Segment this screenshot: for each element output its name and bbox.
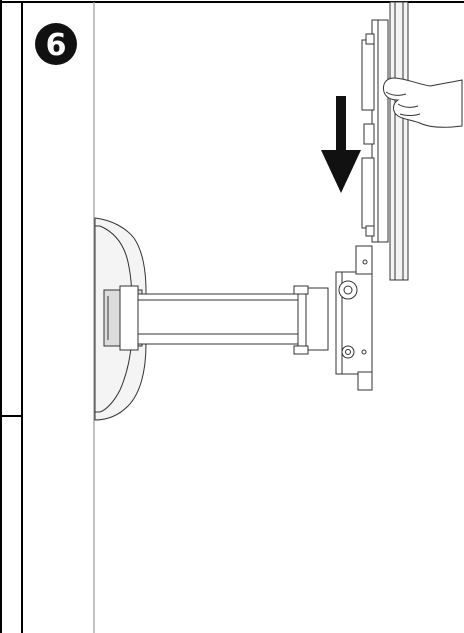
tilt-small-hole-2 (361, 349, 367, 355)
tilt-bottom-tab (357, 371, 373, 391)
wall-plate-edge (95, 225, 100, 413)
hand-finger-1 (385, 91, 407, 96)
plate-hook-bottom (365, 225, 375, 237)
down-arrow-icon (321, 96, 361, 193)
tv-panel-body (389, 1, 409, 281)
hand-icon (383, 77, 463, 128)
step-badge-icon: 6 (35, 23, 77, 65)
arm-base-collar (119, 285, 139, 351)
step-badge-circle (35, 23, 77, 65)
tilt-knob-top-inner (343, 285, 353, 295)
arm-base (103, 285, 143, 351)
step-number: 6 (46, 28, 67, 63)
plate-bracket-2 (363, 123, 375, 145)
tilt-small-hole (362, 259, 368, 265)
hand-finger-2 (397, 103, 419, 108)
tilt-screw-bottom-inner (345, 349, 351, 355)
extension-arm (137, 285, 329, 355)
tv-panel (389, 1, 409, 281)
arrow-shaft (336, 96, 346, 170)
arm-sleeve (297, 287, 329, 351)
plate-bracket-1 (361, 39, 375, 111)
arrow-head (321, 150, 361, 193)
hand-finger-3 (399, 113, 421, 116)
arm-pivot-top (293, 285, 309, 295)
arm-pivot-bottom (293, 345, 309, 355)
plate-bracket-3 (361, 157, 375, 229)
arm-body (137, 293, 313, 345)
plate-hook-top (365, 33, 375, 45)
tv-mounting-plate (361, 19, 389, 243)
tilt-bracket (335, 245, 373, 391)
